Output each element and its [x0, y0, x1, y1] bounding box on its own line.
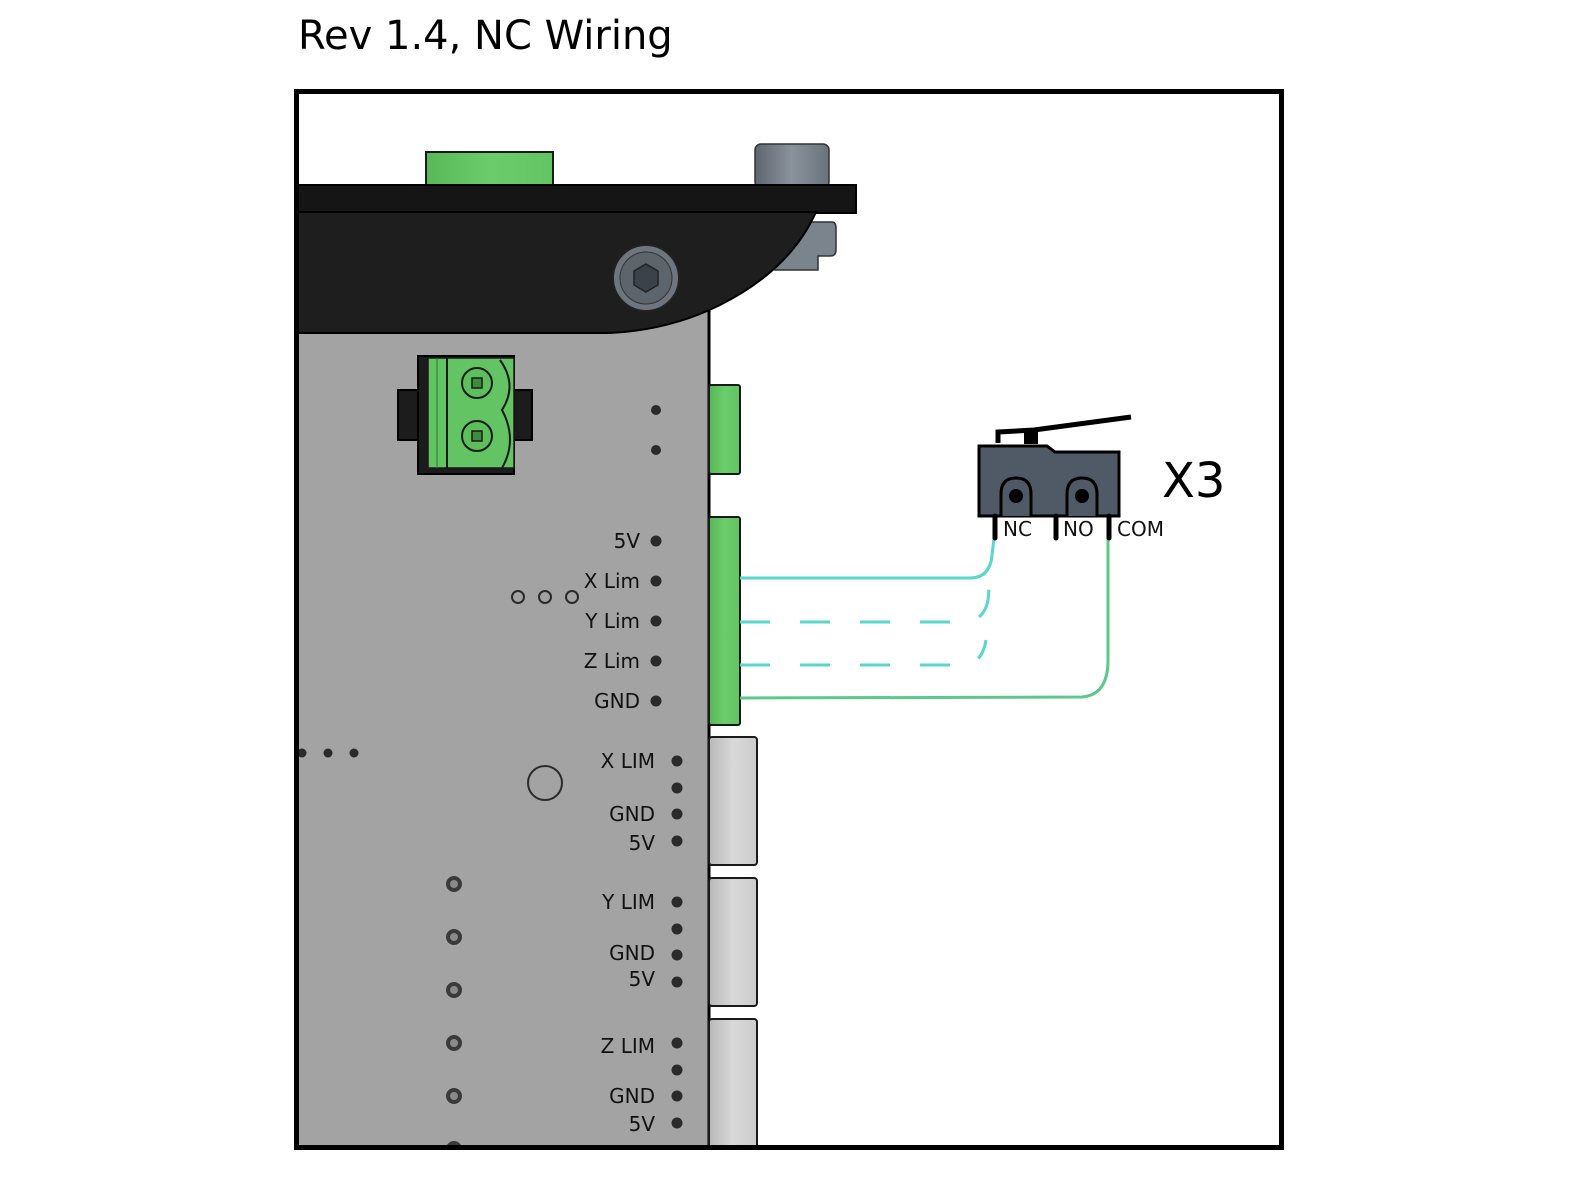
connector-pin	[671, 1064, 683, 1076]
bracket-plate	[299, 184, 857, 214]
via	[323, 748, 333, 758]
connector-pin	[671, 1090, 683, 1102]
screw-icon	[447, 1141, 461, 1145]
connector-pin-label: Y LIM	[601, 890, 655, 914]
connector-pin-label: 5V	[629, 1112, 656, 1136]
power-terminal-block	[397, 355, 533, 475]
top-bolt	[754, 143, 830, 189]
connector-pin-label: GND	[609, 802, 655, 826]
test-pad	[538, 590, 552, 604]
wire-y-lim-to-nc	[740, 577, 992, 624]
connector-pin	[671, 782, 683, 794]
test-pad	[511, 590, 525, 604]
wire-z-lim-to-nc	[740, 639, 988, 667]
connector-pin	[671, 896, 683, 908]
mounting-hole	[527, 765, 563, 801]
switch-label: X3	[1162, 453, 1225, 509]
header-pin	[650, 535, 662, 547]
via	[299, 748, 307, 758]
connector-pin-label: X LIM	[601, 749, 655, 773]
hex-screw-icon	[612, 244, 680, 312]
header-pin-label: X Lim	[584, 569, 640, 593]
z-lim-connector	[708, 1018, 758, 1145]
connector-pin-label: 5V	[629, 831, 656, 855]
header-pin-label: Y Lim	[584, 609, 640, 633]
diagram-title: Rev 1.4, NC Wiring	[298, 13, 673, 59]
connector-pin	[671, 808, 683, 820]
header-pin	[650, 575, 662, 587]
wire-gnd-to-com	[739, 538, 1110, 700]
bracket-body	[299, 211, 818, 334]
connector-pin-label: Z LIM	[601, 1034, 655, 1058]
pin-label-com: COM	[1117, 517, 1164, 541]
connector-pin	[671, 976, 683, 988]
header-pin-label: Z Lim	[584, 649, 640, 673]
pin-label-nc: NC	[1003, 517, 1032, 541]
test-pad	[565, 590, 579, 604]
y-lim-connector	[708, 877, 758, 1007]
connector-pin	[671, 1117, 683, 1129]
header-pin	[650, 655, 662, 667]
header-pin	[650, 615, 662, 627]
wire-x-lim-to-nc	[740, 537, 996, 580]
connector-pin	[671, 755, 683, 767]
via	[349, 748, 359, 758]
microswitch-icon	[977, 414, 1132, 541]
side-terminal-upper	[708, 384, 741, 475]
connector-pin	[671, 923, 683, 935]
endstop-terminal-block	[708, 516, 741, 726]
via	[651, 405, 661, 415]
connector-pin-label: 5V	[629, 967, 656, 991]
connector-pin	[671, 835, 683, 847]
top-terminal-block	[425, 151, 554, 189]
pin-label-no: NO	[1063, 517, 1094, 541]
connector-pin	[671, 949, 683, 961]
connector-pin-label: GND	[609, 941, 655, 965]
x-lim-connector	[708, 736, 758, 866]
diagram-frame	[294, 89, 1284, 1150]
header-pin	[650, 695, 662, 707]
header-pin-label: GND	[594, 689, 640, 713]
via	[651, 445, 661, 455]
connector-pin	[671, 1037, 683, 1049]
header-pin-label: 5V	[614, 529, 641, 553]
connector-pin-label: GND	[609, 1084, 655, 1108]
